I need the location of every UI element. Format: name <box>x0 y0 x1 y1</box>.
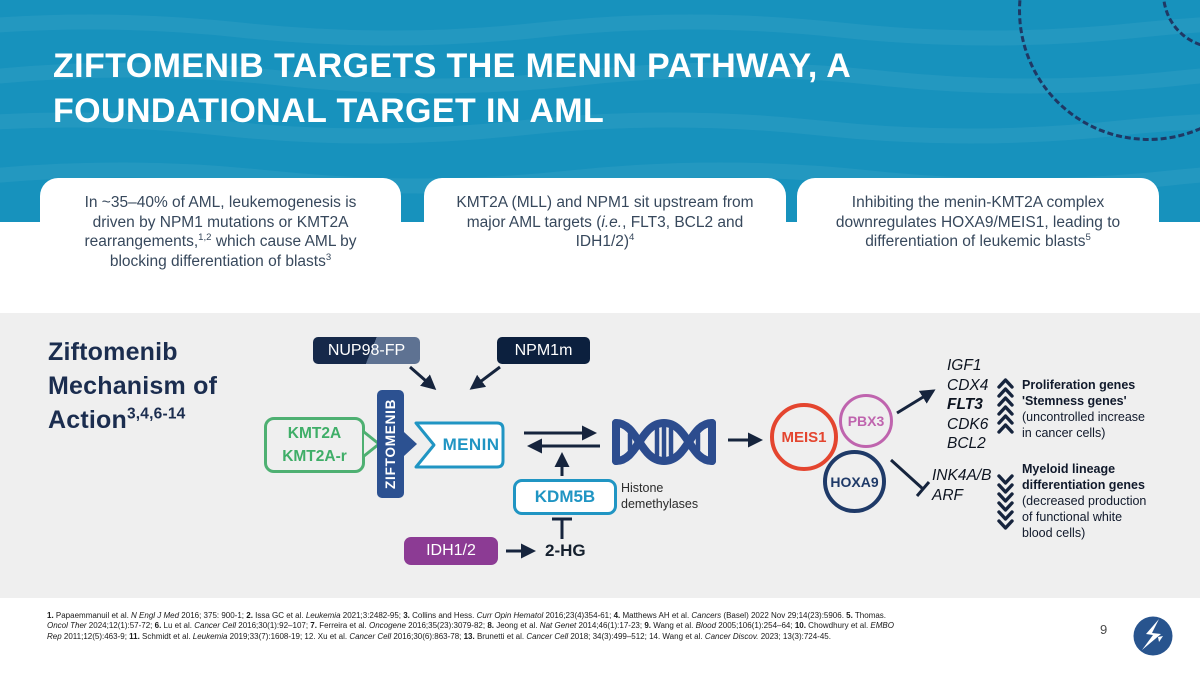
node-meis1: MEIS1 <box>770 403 838 471</box>
annotation-line: differentiation genes <box>1022 478 1145 492</box>
header-banner: ZIFTOMENIB TARGETS THE MENIN PATHWAY, A … <box>0 0 1200 222</box>
chevron-down-stack-icon <box>997 474 1014 530</box>
menin-label: MENIN <box>442 435 500 454</box>
ziftomenib-label: ZIFTOMENIB <box>383 398 398 490</box>
histone-label-line1: Histone <box>621 481 664 495</box>
dna-icon <box>612 418 716 466</box>
page-number: 9 <box>1100 622 1108 637</box>
diagram-connectors <box>409 365 936 559</box>
gene-igf1: IGF1 <box>947 357 982 374</box>
diagram-heading-line3: Action3,4,6-14 <box>48 405 186 434</box>
info-card-text: Inhibiting the menin-KMT2A complex downr… <box>835 194 1121 250</box>
node-hoxa9: HOXA9 <box>823 450 886 513</box>
info-card-complex-inhibition: Inhibiting the menin-KMT2A complex downr… <box>797 178 1159 307</box>
reference-line: Rep 2011;12(5):463-9; 11. Schmidt et al.… <box>47 631 831 641</box>
kmt2a-line1: KMT2A <box>287 425 342 442</box>
gene-ink4ab: INK4A/B <box>932 467 992 484</box>
menin-notched-box-icon <box>414 421 505 469</box>
gene-cdk6: CDK6 <box>947 415 989 433</box>
title-line-1: ZIFTOMENIB TARGETS THE MENIN PATHWAY, A <box>53 47 852 85</box>
node-ziftomenib: ZIFTOMENIB <box>377 390 404 498</box>
node-kmt2a: KMT2A KMT2A-r <box>264 417 365 473</box>
node-kdm5b: KDM5B <box>513 479 617 515</box>
mechanism-diagram: Ziftomenib Mechanism of Action3,4,6-14 N… <box>0 313 1200 598</box>
node-pbx3: PBX3 <box>839 394 893 448</box>
node-idh1-2: IDH1/2 <box>404 537 498 565</box>
proliferation-annotation: Proliferation genes 'Stemness genes' (un… <box>1022 377 1182 441</box>
node-menin: MENIN <box>412 420 506 470</box>
info-card-text: In ~35–40% of AML, leukemogenesis is dri… <box>84 194 357 270</box>
gene-cdx4: CDX4 <box>947 376 989 394</box>
histone-demethylases-label: Histone demethylases <box>621 480 698 512</box>
annotation-line: 'Stemness genes' <box>1022 394 1127 408</box>
annotation-line: Proliferation genes <box>1022 378 1136 392</box>
page-title: ZIFTOMENIB TARGETS THE MENIN PATHWAY, A … <box>53 44 851 134</box>
kmt2a-line2: KMT2A-r <box>282 448 347 465</box>
proliferation-gene-list: IGF1 CDX4 FLT3 CDK6 BCL2 <box>947 356 988 454</box>
annotation-line: blood cells) <box>1022 526 1086 540</box>
chevron-up-stack-icon <box>997 378 1014 434</box>
references: 1. Papaemmanuil et al. N Engl J Med 2016… <box>47 611 927 642</box>
inhibit-tbar-2hg-kdm5b <box>552 517 572 539</box>
node-npm1m: NPM1m <box>497 337 590 364</box>
gene-flt3: FLT3 <box>947 396 983 413</box>
inhibit-tbar-hoxa9-genes <box>889 458 931 497</box>
reference-line: Oncol Ther 2024;12(1):57-72; 6. Lu et al… <box>47 621 894 631</box>
myeloid-annotation: Myeloid lineage differentiation genes (d… <box>1022 461 1182 541</box>
globe-logo-icon <box>1133 616 1173 656</box>
arrow-nup98-to-menin <box>409 365 437 390</box>
arrow-pbx3-to-genes <box>896 389 936 415</box>
annotation-line: Myeloid lineage <box>1022 462 1116 476</box>
diagram-heading-line2: Mechanism of <box>48 372 218 400</box>
histone-label-line2: demethylases <box>621 497 699 511</box>
gene-arf: ARF <box>932 486 963 504</box>
diagram-heading: Ziftomenib Mechanism of Action3,4,6-14 <box>48 335 217 437</box>
suppressed-gene-list: INK4A/B ARF <box>932 466 991 505</box>
reference-line: 1. Papaemmanuil et al. N Engl J Med 2016… <box>47 611 887 620</box>
node-2hg: 2-HG <box>545 541 586 560</box>
annotation-line: of functional white <box>1022 510 1123 524</box>
info-card-text: KMT2A (MLL) and NPM1 sit upstream from m… <box>456 194 754 250</box>
title-line-2: FOUNDATIONAL TARGET IN AML <box>53 92 605 130</box>
diagram-heading-line1: Ziftomenib <box>48 338 178 366</box>
annotation-line: in cancer cells) <box>1022 426 1106 440</box>
annotation-line: (decreased production <box>1022 494 1147 508</box>
node-nup98-fp: NUP98-FP <box>313 337 420 364</box>
annotation-line: (uncontrolled increase <box>1022 410 1145 424</box>
arrow-npm1m-to-menin <box>469 365 501 390</box>
gene-bcl2: BCL2 <box>947 435 986 452</box>
ziftomenib-arrow-tip-icon <box>404 432 417 456</box>
info-card-upstream-targets: KMT2A (MLL) and NPM1 sit upstream from m… <box>424 178 786 307</box>
info-card-leukemogenesis: In ~35–40% of AML, leukemogenesis is dri… <box>40 178 401 307</box>
